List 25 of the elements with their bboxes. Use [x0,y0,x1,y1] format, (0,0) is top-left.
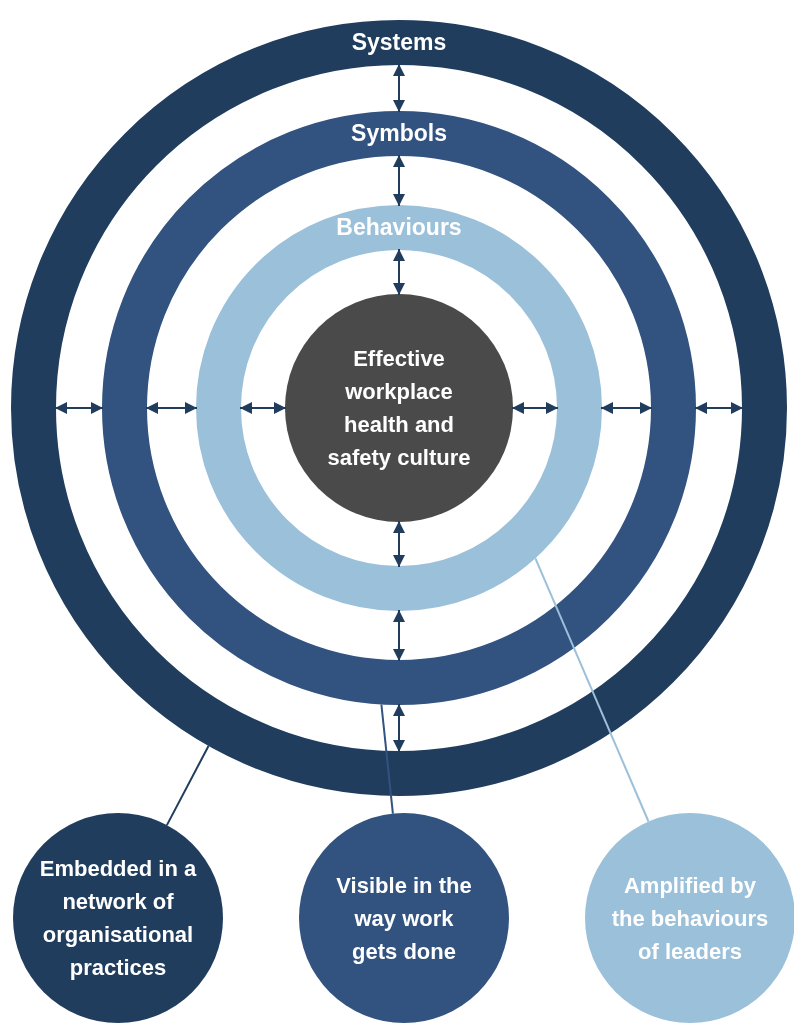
circle-label: Embedded in a network of organisational practices [38,855,198,982]
double-arrow [393,248,405,296]
leader-line [534,557,650,823]
double-arrow [393,63,405,113]
double-arrow [393,609,405,662]
ring-title: Symbols [350,119,448,148]
ring-band [11,20,787,796]
double-arrow [239,402,287,414]
circle-label: Effective workplace health and safety culture [326,345,472,472]
circle-label: Amplified by the behaviours of leaders [610,871,770,966]
double-arrow [694,402,744,414]
ring-band [102,111,696,705]
leader-line [165,745,210,827]
double-arrow [54,402,104,414]
leader-line [380,703,394,815]
double-arrow [600,402,653,414]
double-arrow [511,402,559,414]
double-arrow [393,520,405,568]
double-arrow [393,703,405,753]
ring-title: Behaviours [335,213,463,242]
double-arrow [393,154,405,207]
ring-band [196,205,602,611]
ring-title: Systems [350,28,448,57]
circle-label: Visible in the way work gets done [335,871,473,966]
double-arrow [145,402,198,414]
